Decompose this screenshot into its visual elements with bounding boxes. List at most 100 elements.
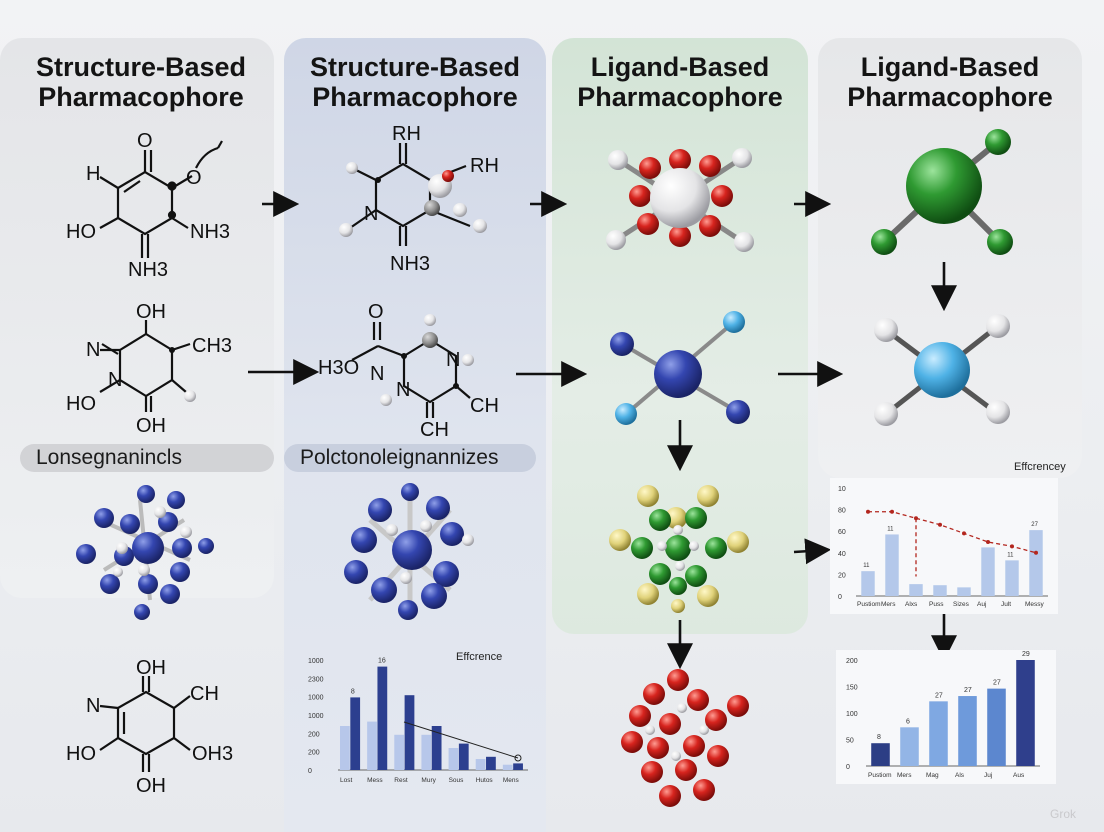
molecule-cluster-blue-1 [76, 485, 214, 620]
chart-middle-bar-light [340, 726, 350, 770]
chart-top-y-tick: 60 [838, 529, 846, 536]
chart-top-x-tick: Puss [929, 601, 944, 608]
s2-bottom-label: NH3 [390, 253, 430, 275]
chart-top-trend-line [868, 511, 1037, 554]
chart-middle-x-tick: Lost [340, 777, 352, 784]
molecule-cluster-green-yellow [609, 485, 749, 613]
chart-top-x-tick: Auj [977, 601, 986, 608]
chart-bottom-y-tick: 50 [846, 738, 854, 745]
molecule-green [871, 129, 1013, 255]
chart-efficiency-bottom: 2001501005008Pustiom6Mers27Mag27Als27Juj… [836, 650, 1056, 784]
chart-bottom-x-tick: Mag [926, 772, 939, 779]
chart-bottom-bar [871, 743, 890, 766]
s4-right-label: CH [470, 395, 499, 417]
chart-middle-bar-light [421, 734, 432, 770]
s2-n-label: N [364, 203, 378, 225]
chart-bottom-bar-label: 27 [935, 692, 943, 699]
chart-top-y-tick: 20 [838, 572, 846, 579]
chart-bottom-bar-label: 27 [964, 687, 972, 694]
chart-middle-title: Effcrence [456, 651, 502, 663]
chart-top-bar [909, 584, 923, 596]
chart-bottom-y-tick: 200 [846, 658, 858, 665]
s2-top-label: RH [392, 123, 421, 145]
chart-middle-bar-light [448, 748, 459, 770]
chart-bottom-bar-label: 8 [877, 734, 881, 741]
chart-middle-y-tick: 200 [308, 731, 320, 738]
chart-middle-bar-dark [404, 695, 415, 770]
s5-left-label: N [86, 695, 100, 717]
s5-bottom-label: OH [136, 775, 166, 797]
chart-middle-y-tick: 1000 [308, 658, 324, 665]
chart-top-y-tick: 80 [838, 508, 846, 515]
chart-middle-bar-light [475, 759, 486, 770]
chart-middle-bar-light [502, 764, 513, 770]
chart-top-bar-label: 11 [887, 526, 894, 532]
s1-right-label: O [186, 167, 202, 189]
arrow-right-7 [793, 538, 832, 565]
s4-n3-label: N [446, 349, 460, 371]
chart-bottom-x-tick: Als [955, 772, 965, 779]
s4-top-label: O [368, 301, 384, 323]
chart-middle-bar-light [367, 721, 377, 770]
column-panel-4 [818, 38, 1082, 478]
chart-top-title: Effcrencey [1014, 461, 1066, 473]
chart-middle-bar-label: 16 [378, 658, 386, 665]
chart-bottom-bar [929, 701, 948, 766]
watermark-text: Grok [1050, 807, 1077, 821]
chart-bottom-bar-label: 27 [993, 680, 1001, 687]
chart-top-x-tick: Alxs [905, 601, 918, 608]
chart-middle-bar-dark [513, 763, 523, 770]
chart-middle-trend-line [403, 721, 519, 759]
chart-middle-x-tick: Sous [449, 777, 465, 784]
molecule-cluster-red [621, 669, 749, 807]
s3-bottom-label: OH [136, 415, 166, 437]
s3-left-label: N [86, 339, 100, 361]
chart-middle-bar-dark [431, 726, 442, 770]
chart-top-x-tick: Pustiom [857, 601, 880, 608]
chart-middle-x-tick: Mens [503, 777, 520, 784]
structure-5 [99, 676, 191, 772]
chart-bottom-y-tick: 100 [846, 711, 858, 718]
s1-top-label: O [137, 130, 153, 152]
s3-top-label: OH [136, 301, 166, 323]
chart-bottom-x-tick: Aus [1013, 772, 1025, 779]
chart-top-bar [957, 587, 971, 596]
molecule-light-blue [874, 314, 1010, 426]
molecule-red-white [606, 148, 754, 252]
chart-top-y-tick: 10 [838, 486, 846, 493]
chart-middle-y-tick: 2300 [308, 676, 324, 683]
s4-n1-label: N [370, 363, 384, 385]
chart-top-line-point [1034, 550, 1038, 555]
chart-bottom-x-tick: Mers [897, 772, 912, 779]
chart-top-x-tick: Messy [1025, 601, 1045, 608]
chart-bottom-x-tick: Juj [984, 772, 992, 779]
chart-top-bar [981, 547, 995, 596]
chart-top-bar-label: 11 [1007, 552, 1014, 558]
chart-middle-y-tick: 200 [308, 750, 320, 757]
s5-br-label: OH3 [192, 743, 233, 765]
chart-bottom-bar [900, 727, 919, 766]
chart-middle-x-tick: Mury [421, 777, 436, 784]
s1-bl-label: HO [66, 221, 96, 243]
s5-right-label: CH [190, 683, 219, 705]
chart-bottom-bar-label: 6 [906, 718, 910, 725]
chart-top-bar-label: 11 [863, 563, 870, 569]
chart-top-y-tick: 40 [838, 551, 846, 558]
chart-middle-x-tick: Rest [394, 777, 408, 784]
chart-middle-bar-dark [350, 697, 361, 770]
s3-n-label: N [108, 369, 122, 391]
chart-bottom-bar [1016, 660, 1035, 766]
chart-top-bar [933, 585, 947, 596]
s1-bottom-label: NH3 [128, 259, 168, 281]
chart-top-x-tick: Jult [1001, 601, 1011, 608]
category-pill-middle: Polctonoleignannizes [284, 444, 536, 472]
s5-bl-label: HO [66, 743, 96, 765]
chart-top-x-tick: Sizes [953, 601, 970, 608]
chart-top-bar [885, 534, 899, 596]
chart-bottom-bar [987, 688, 1006, 766]
